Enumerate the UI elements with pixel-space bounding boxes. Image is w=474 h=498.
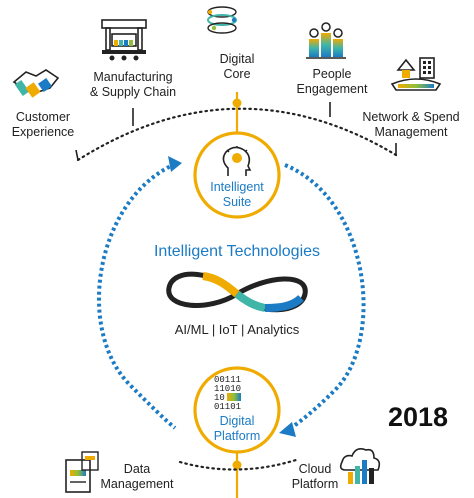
bottom-dotted-arc [178, 458, 298, 471]
network-spend-icon [390, 57, 442, 91]
binary-code-icon: 00111 11010 10 01101 [214, 375, 241, 412]
bottom-connector-dot [232, 460, 242, 470]
data-management-icon [65, 451, 99, 493]
label-manufacturing-supply-chain: Manufacturing & Supply Chain [89, 70, 177, 99]
cloud-platform-icon [339, 448, 381, 484]
right-blue-dotted-arc [284, 163, 366, 432]
svg-text:10: 10 [214, 393, 225, 403]
handshake-icon [12, 69, 60, 98]
label-cloud-platform: Cloud Platform [291, 462, 339, 491]
label-digital-core: Digital Core [219, 52, 255, 81]
year-label: 2018 [388, 402, 449, 432]
intelligent-suite-circle [193, 131, 281, 219]
intelligent-suite-label: Intelligent Suite [210, 180, 264, 209]
intelligent-technologies-title: Intelligent Technologies [153, 243, 321, 260]
digital-core-icon [207, 6, 237, 34]
factory-icon [101, 19, 147, 61]
svg-text:11010: 11010 [214, 384, 241, 394]
left-blue-dotted-arc [96, 162, 177, 430]
right-arc-arrowhead [279, 422, 296, 437]
technologies-subtitle: AI/ML | IoT | Analytics [174, 322, 300, 337]
label-customer-experience: Customer Experience [11, 110, 75, 139]
svg-text:00111: 00111 [214, 375, 241, 385]
people-icon [306, 22, 346, 59]
label-network-spend-management: Network & Spend Management [362, 110, 460, 139]
top-connector-dot [232, 98, 242, 108]
label-people-engagement: People Engagement [296, 67, 368, 96]
label-data-management: Data Management [100, 462, 174, 491]
digital-platform-label: Digital Platform [213, 414, 261, 443]
arc-tick-customer [75, 149, 79, 161]
infinity-icon [166, 271, 308, 313]
head-lightbulb-icon [222, 146, 252, 176]
svg-text:01101: 01101 [214, 402, 241, 412]
left-arc-arrowhead [168, 156, 182, 172]
